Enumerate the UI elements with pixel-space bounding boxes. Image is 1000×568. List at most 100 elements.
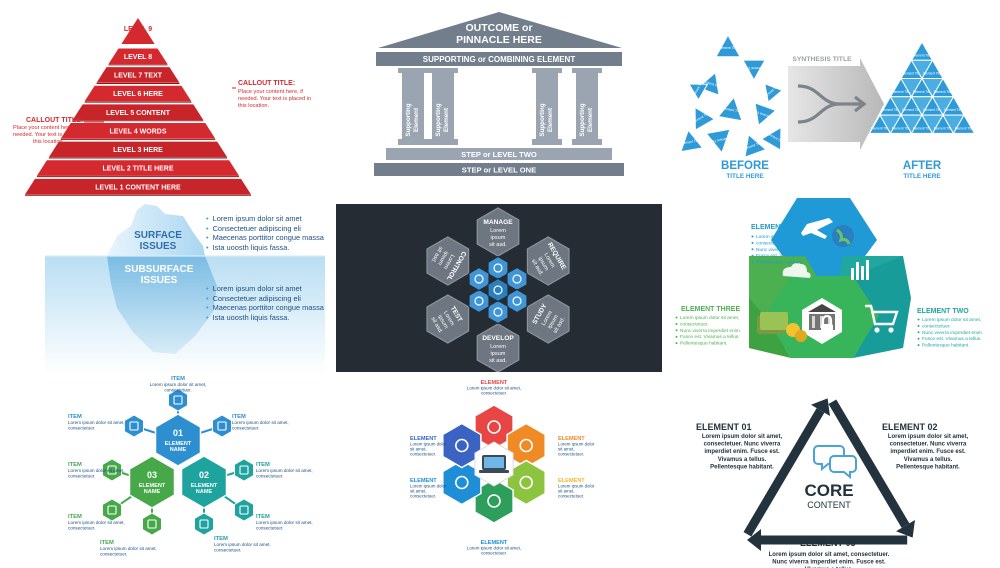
iceberg-bullet: Maecenas porttitor congue massa [206, 233, 324, 243]
item-text-line2: consectetuer. [100, 552, 127, 557]
honeycomb-bullet: Pellentesque habitant. [922, 343, 969, 349]
column-label-line2: Element [413, 108, 420, 132]
element-triangle: Element Title [680, 129, 704, 153]
iceberg-tip [107, 204, 205, 256]
element-one-title: ELEMENT ONE [751, 224, 802, 231]
wheel-text: consectetuer. [481, 551, 507, 556]
element-three-title: ELEMENT THREE [681, 306, 740, 313]
item-hex [168, 388, 188, 412]
element-triangle: Element Title [762, 83, 784, 103]
triangle-label: Element Title [934, 90, 953, 94]
element-hex [154, 413, 202, 467]
triangle-label: Element Title [881, 108, 900, 112]
column-capital [428, 68, 458, 73]
cycle-hex [506, 288, 528, 314]
wheel-icon [487, 494, 501, 508]
triangle-label: Element Title [923, 108, 942, 112]
item-icon [199, 519, 209, 529]
wheel-element-title: ELEMENT [558, 436, 585, 442]
wheel-text: sit amet, [558, 447, 575, 452]
globe-icon [832, 225, 854, 247]
element-triangle: Element Title [688, 79, 709, 101]
pyramid-triangle [952, 114, 976, 134]
triangle-label: Element Title [743, 141, 763, 152]
triangle-label: Element Title [680, 138, 700, 145]
wheel-element-title: ELEMENT [410, 436, 437, 442]
element-number: 01 [173, 428, 183, 438]
core-element-02-text: consectetuer. Nunc viverra [890, 442, 967, 448]
honeycomb-bullet: Lorem ipsum dolor sit amet, [922, 317, 981, 323]
item-text-line2: consectetuer. [256, 526, 283, 531]
pyramid-top-line2: HERE [128, 34, 148, 41]
core-panel: CORE CONTENT ELEMENT 01 ELEMENT 02 ELEME… [688, 390, 1000, 568]
pyramid-level-label: LEVEL 5 CONTENT [106, 110, 171, 117]
item-title: ITEM [171, 376, 185, 382]
item-text-line1: Lorem ipsum dolor sit amet, [68, 420, 125, 425]
item-text-line1: Lorem ipsum dolor sit amet, [214, 542, 271, 547]
iceberg-bullets-top: Lorem ipsum dolor sit amet Consectetuer … [206, 214, 324, 252]
cycle-node-require [527, 237, 569, 285]
triangle-shape [694, 106, 716, 131]
bullet-dot [751, 248, 754, 251]
honeycomb-bullet: Pellentesque habitant. [756, 260, 803, 266]
item-icon [129, 421, 139, 431]
core-element-01-text: Vivamus a tellus. [718, 457, 767, 463]
element-name-line1: ELEMENT [191, 483, 218, 489]
synthesis-title: SYNTHESIS TITLE [792, 56, 852, 63]
honeycomb-bullet: consectetuer. [922, 323, 951, 329]
triangle-label: Element Title [744, 66, 764, 70]
triangle-shape [715, 34, 741, 58]
before-title: BEFORE [721, 160, 769, 172]
element-triangle: Element Title [717, 96, 743, 122]
wheel-element-title: ELEMENT [410, 478, 437, 484]
cycle-arrow-shaft [743, 408, 825, 537]
bullet-dot [675, 329, 678, 332]
globe-icon [493, 285, 503, 295]
triangle-label: Element Title [892, 126, 911, 130]
chat-bubble-icon-2 [829, 455, 857, 480]
honeycomb-bullet: Fusce est. Vivamus a tellus. [680, 334, 740, 340]
core-element-03-text: Lorem ipsum dolor sit amet, consectetuer… [769, 552, 890, 558]
wheel-hex [442, 422, 482, 469]
honeycomb-bullet: Nunc viverra imperdiet enim. [680, 328, 741, 334]
airplane-icon [801, 218, 833, 239]
wheel-text: consectetuer. [558, 494, 584, 499]
triangle-label: Element Title [718, 46, 738, 50]
cycle-arrowhead [811, 398, 830, 416]
wheel-element-title: ELEMENT [481, 540, 508, 546]
iceberg-bullets-bottom: Lorem ipsum dolor sit amet Consectetuer … [206, 284, 324, 322]
bullet-dot [675, 316, 678, 319]
item-icon [217, 421, 227, 431]
hierarchy-icon [512, 274, 522, 284]
cycle-node-control [427, 237, 469, 285]
honeycomb-bullet: Pellentesque habitant. [680, 341, 727, 347]
wheel-text: sit amet, [558, 489, 575, 494]
item-text-line1: Lorem ipsum dolor sit amet, [68, 520, 125, 525]
item-title: ITEM [214, 536, 228, 542]
temple-beam-label: SUPPORTING or COMBINING ELEMENT [423, 55, 576, 64]
callout-right-text-1: Place your content here, if [238, 89, 303, 95]
bank-icon [808, 304, 836, 312]
triangle-label: Element Title [892, 90, 911, 94]
item-title: ITEM [68, 414, 82, 420]
honeycomb-bullet: Fusce est. Vivamus a tellus. [756, 253, 816, 259]
hexmap-diagram: 01ELEMENTNAME02ELEMENTNAME03ELEMENTNAMEI… [68, 376, 313, 557]
bullet-dot [751, 254, 754, 257]
column-capital [398, 68, 428, 73]
honeycomb-diagram: ELEMENT ONE ELEMENT THREE ELEMENT TWO Lo… [675, 198, 983, 358]
cycle-hex [487, 299, 509, 325]
honeycomb-bullet: Lorem ipsum dolor sit amet, [756, 234, 815, 240]
core-element-02: ELEMENT 02 [882, 422, 938, 432]
column-label-line1: Supporting [579, 103, 586, 136]
triangle-shape [717, 96, 743, 122]
element-name-line1: ELEMENT [139, 483, 166, 489]
laptop-base [479, 470, 509, 473]
triangle-shape [764, 83, 784, 103]
